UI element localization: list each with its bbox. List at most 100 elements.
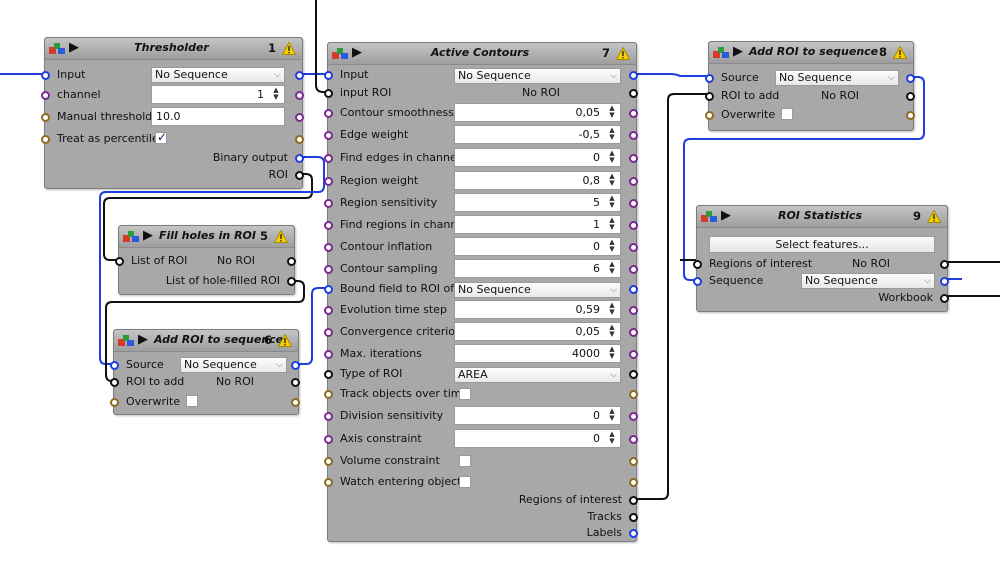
labels-output-port[interactable] (629, 529, 638, 538)
contour-sampling-port[interactable] (324, 265, 333, 274)
warning-icon[interactable] (893, 46, 907, 59)
block-header[interactable]: ▶ Thresholder 1 (45, 38, 302, 60)
percentiles-out-port[interactable] (295, 135, 304, 144)
overwrite-checkbox[interactable] (781, 108, 793, 120)
sequence-port[interactable] (693, 277, 702, 286)
track-objects-out-port[interactable] (629, 390, 638, 399)
overwrite-port[interactable] (110, 398, 119, 407)
workbook-output-port[interactable] (940, 294, 949, 303)
warning-icon[interactable] (927, 210, 941, 223)
find-edges-port[interactable] (324, 154, 333, 163)
input-out-port[interactable] (295, 71, 304, 80)
contour-sampling-spinner[interactable]: 6▲▼ (454, 259, 621, 278)
play-icon[interactable]: ▶ (733, 44, 743, 59)
max-iterations-port[interactable] (324, 350, 333, 359)
percentiles-port[interactable] (41, 135, 50, 144)
regions-of-interest-out-port[interactable] (940, 260, 949, 269)
spinner-arrows-icon[interactable]: ▲▼ (609, 407, 615, 422)
tracks-output-port[interactable] (629, 513, 638, 522)
track-objects-port[interactable] (324, 390, 333, 399)
max-iterations-spinner[interactable]: 4000▲▼ (454, 344, 621, 363)
add-roi-8-block[interactable]: ▶ Add ROI to sequence 8 Source No Sequen… (705, 41, 915, 131)
input-sequence-select[interactable]: No Sequence⌵ (454, 68, 621, 84)
evolution-time-step-out-port[interactable] (629, 306, 638, 315)
thresholder-block[interactable]: ▶ Thresholder 1 Input No Sequence⌵ chann… (41, 37, 304, 189)
input-out-port[interactable] (629, 71, 638, 80)
evolution-time-step-port[interactable] (324, 306, 333, 315)
warning-icon[interactable] (282, 42, 296, 55)
play-icon[interactable]: ▶ (721, 208, 731, 223)
regions-of-interest-output-port[interactable] (629, 496, 638, 505)
source-out-port[interactable] (291, 361, 300, 370)
watch-entering-checkbox[interactable] (459, 476, 471, 488)
hole-filled-output-port[interactable] (287, 277, 296, 286)
evolution-time-step-spinner[interactable]: 0,59▲▼ (454, 300, 621, 319)
roi-output-port[interactable] (295, 171, 304, 180)
axis-constraint-out-port[interactable] (629, 435, 638, 444)
spinner-arrows-icon[interactable]: ▲▼ (609, 194, 615, 209)
type-of-roi-out-port[interactable] (629, 370, 638, 379)
source-sequence-select[interactable]: No Sequence⌵ (180, 357, 287, 373)
find-regions-port[interactable] (324, 221, 333, 230)
input-roi-port[interactable] (324, 89, 333, 98)
play-icon[interactable]: ▶ (143, 228, 153, 243)
source-out-port[interactable] (906, 74, 915, 83)
input-roi-out-port[interactable] (629, 89, 638, 98)
warning-icon[interactable] (616, 47, 630, 60)
bound-field-select[interactable]: No Sequence⌵ (454, 282, 621, 298)
play-icon[interactable]: ▶ (352, 45, 362, 60)
play-icon[interactable]: ▶ (69, 40, 79, 55)
region-sensitivity-out-port[interactable] (629, 199, 638, 208)
spinner-arrows-icon[interactable]: ▲▼ (609, 345, 615, 360)
edge-weight-port[interactable] (324, 131, 333, 140)
list-of-roi-out-port[interactable] (287, 257, 296, 266)
spinner-arrows-icon[interactable]: ▲▼ (273, 86, 279, 101)
region-weight-out-port[interactable] (629, 177, 638, 186)
channel-spinner[interactable]: 1▲▼ (151, 85, 285, 104)
overwrite-checkbox[interactable] (186, 395, 198, 407)
manual-thresholds-out-port[interactable] (295, 113, 304, 122)
edge-weight-spinner[interactable]: -0,5▲▼ (454, 125, 621, 144)
division-sensitivity-spinner[interactable]: 0▲▼ (454, 406, 621, 425)
active-contours-block[interactable]: ▶ Active Contours 7 Input No Sequence⌵ i… (324, 42, 638, 542)
percentiles-checkbox[interactable] (155, 130, 167, 144)
sequence-select[interactable]: No Sequence⌵ (801, 273, 935, 289)
roi-to-add-out-port[interactable] (906, 92, 915, 101)
bound-field-out-port[interactable] (629, 285, 638, 294)
add-roi-6-block[interactable]: ▶ Add ROI to sequence 6 Source No Sequen… (110, 329, 300, 415)
contour-smoothness-spinner[interactable]: 0,05▲▼ (454, 103, 621, 122)
axis-constraint-spinner[interactable]: 0▲▼ (454, 429, 621, 448)
bound-field-port[interactable] (324, 285, 333, 294)
regions-of-interest-port[interactable] (693, 260, 702, 269)
track-objects-checkbox[interactable] (459, 388, 471, 400)
source-port[interactable] (705, 74, 714, 83)
max-iterations-out-port[interactable] (629, 350, 638, 359)
warning-icon[interactable] (274, 230, 288, 243)
overwrite-out-port[interactable] (291, 398, 300, 407)
input-port[interactable] (41, 71, 50, 80)
division-sensitivity-port[interactable] (324, 412, 333, 421)
overwrite-port[interactable] (705, 111, 714, 120)
fill-holes-block[interactable]: ▶ Fill holes in ROI 5 List of ROI No ROI… (115, 225, 296, 295)
spinner-arrows-icon[interactable]: ▲▼ (609, 126, 615, 141)
edge-weight-out-port[interactable] (629, 131, 638, 140)
spinner-arrows-icon[interactable]: ▲▼ (609, 323, 615, 338)
contour-inflation-port[interactable] (324, 243, 333, 252)
find-edges-out-port[interactable] (629, 154, 638, 163)
region-sensitivity-spinner[interactable]: 5▲▼ (454, 193, 621, 212)
convergence-spinner[interactable]: 0,05▲▼ (454, 322, 621, 341)
contour-smoothness-port[interactable] (324, 109, 333, 118)
spinner-arrows-icon[interactable]: ▲▼ (609, 172, 615, 187)
channel-out-port[interactable] (295, 91, 304, 100)
list-of-roi-port[interactable] (115, 257, 124, 266)
sequence-out-port[interactable] (940, 277, 949, 286)
volume-constraint-port[interactable] (324, 457, 333, 466)
axis-constraint-port[interactable] (324, 435, 333, 444)
roi-to-add-out-port[interactable] (291, 378, 300, 387)
source-port[interactable] (110, 361, 119, 370)
type-of-roi-select[interactable]: AREA⌵ (454, 367, 621, 383)
overwrite-out-port[interactable] (906, 111, 915, 120)
spinner-arrows-icon[interactable]: ▲▼ (609, 301, 615, 316)
watch-entering-port[interactable] (324, 478, 333, 487)
convergence-port[interactable] (324, 328, 333, 337)
